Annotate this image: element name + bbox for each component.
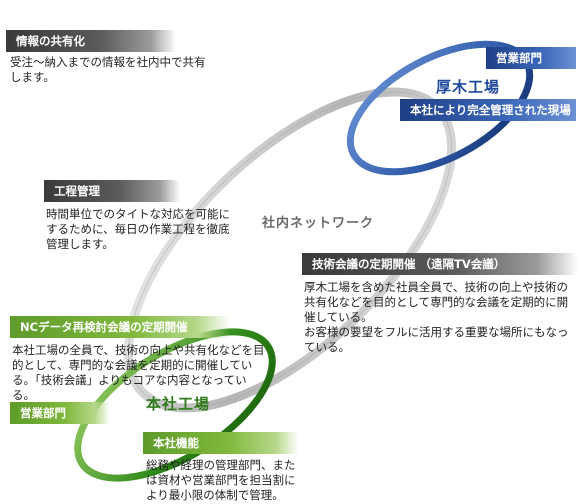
process-management-body: 時間単位でのタイトな対応を可能にするために、毎日の作業工程を徹底管理します。 — [46, 207, 230, 251]
network-label: 社内ネットワーク — [262, 216, 375, 231]
atsugi-managed-site: 本社により完全管理された現場 — [400, 99, 576, 121]
honsha-admin-body: 総務や経理の管理部門、または資材や営業部門を担当割により最小限の体制で管理。 — [146, 458, 296, 502]
honsha-admin-title: 本社機能 — [143, 432, 299, 454]
atsugi-sales-dept: 営業部門 — [486, 47, 576, 69]
process-management-title: 工程管理 — [44, 180, 180, 202]
honsha-factory-name: 本社工場 — [146, 395, 211, 413]
nc-meeting-title: NCデータ再検討会議の定期開催 — [10, 316, 230, 338]
info-sharing-title: 情報の共有化 — [6, 30, 176, 52]
tech-meeting-body: 厚木工場を含めた社員全員で、技術の向上や技術の共有化などを目的として専門的な会議… — [304, 280, 569, 354]
tech-meeting-title: 技術会議の定期開催 （遠隔TV会議） — [302, 253, 578, 275]
atsugi-factory-name: 厚木工場 — [436, 78, 501, 96]
honsha-sales-dept: 営業部門 — [10, 402, 110, 424]
info-sharing-body: 受注～納入までの情報を社内中で共有します。 — [10, 55, 206, 84]
nc-meeting-body: 本社工場の全員で、技術の向上や共有化などを目的として、専門的な会議を定期的に開催… — [12, 343, 265, 402]
